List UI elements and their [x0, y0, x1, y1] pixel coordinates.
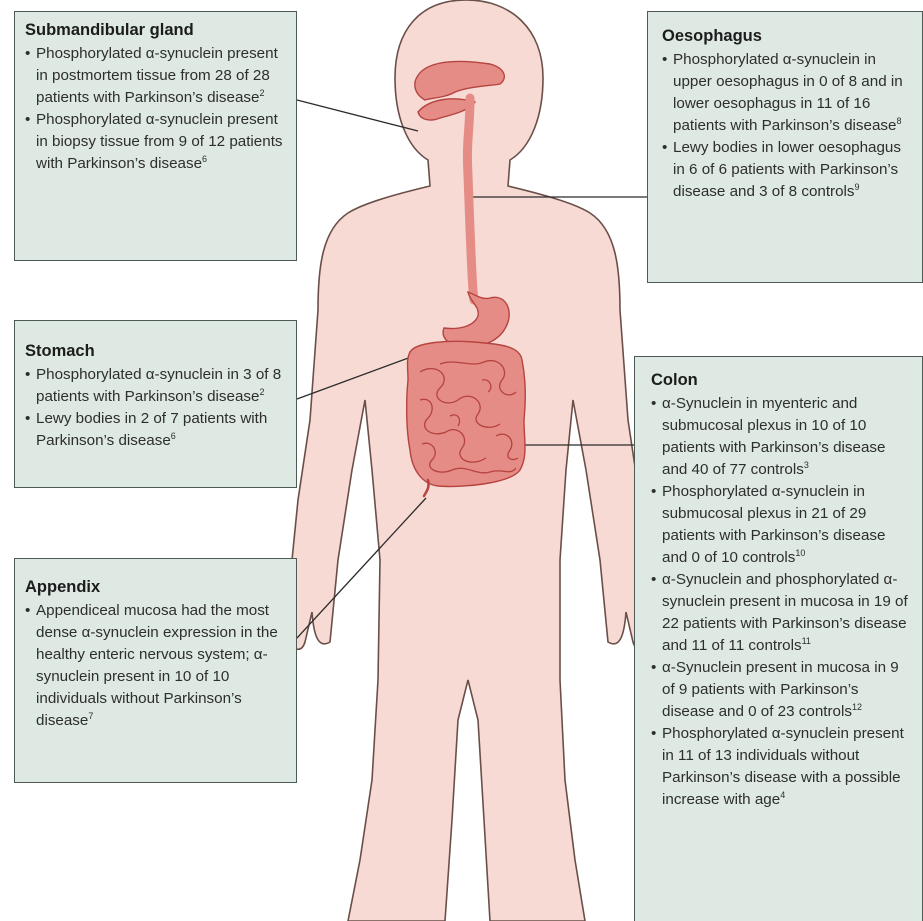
reference-number: 7 [88, 711, 93, 721]
oesophagus-box: Oesophagus Phosphorylated α-synuclein in… [647, 11, 923, 283]
submandibular-item: Phosphorylated α-synuclein present in bi… [25, 109, 286, 175]
stomach-item: Lewy bodies in 2 of 7 patients with Park… [25, 408, 286, 452]
reference-number: 2 [259, 88, 264, 98]
reference-number: 9 [855, 182, 860, 192]
appendix-list: Appendiceal mucosa had the most dense α-… [25, 600, 286, 732]
submandibular-title: Submandibular gland [25, 20, 286, 41]
stomach-list: Phosphorylated α-synuclein in 3 of 8 pat… [25, 364, 286, 452]
colon-item: α-Synuclein present in mucosa in 9 of 9 … [651, 657, 912, 723]
appendix-title: Appendix [25, 577, 286, 598]
submandibular-list: Phosphorylated α-synuclein present in po… [25, 43, 286, 175]
item-text: Phosphorylated α-synuclein in 3 of 8 pat… [36, 366, 281, 405]
appendix-item: Appendiceal mucosa had the most dense α-… [25, 600, 286, 732]
colon-item: α-Synuclein and phosphorylated α-synucle… [651, 569, 912, 657]
item-text: Appendiceal mucosa had the most dense α-… [36, 602, 278, 729]
item-text: α-Synuclein and phosphorylated α-synucle… [662, 571, 908, 654]
item-text: α-Synuclein in myenteric and submucosal … [662, 395, 885, 478]
colon-item: α-Synuclein in myenteric and submucosal … [651, 393, 912, 481]
stomach-title: Stomach [25, 341, 286, 362]
reference-number: 12 [852, 702, 862, 712]
reference-number: 8 [896, 116, 901, 126]
reference-number: 4 [780, 790, 785, 800]
submandibular-item: Phosphorylated α-synuclein present in po… [25, 43, 286, 109]
reference-number: 6 [171, 431, 176, 441]
colon-item: Phosphorylated α-synuclein in submucosal… [651, 481, 912, 569]
oesophagus-item: Phosphorylated α-synuclein in upper oeso… [662, 49, 912, 137]
item-text: α-Synuclein present in mucosa in 9 of 9 … [662, 659, 899, 720]
item-text: Phosphorylated α-synuclein present in po… [36, 45, 278, 106]
submandibular-gland-box: Submandibular gland Phosphorylated α-syn… [14, 11, 297, 261]
reference-number: 11 [802, 636, 811, 646]
item-text: Phosphorylated α-synuclein in submucosal… [662, 483, 885, 566]
colon-item: Phosphorylated α-synuclein present in 11… [651, 723, 912, 811]
reference-number: 6 [202, 154, 207, 164]
item-text: Lewy bodies in 2 of 7 patients with Park… [36, 410, 267, 449]
reference-number: 2 [259, 387, 264, 397]
oesophagus-item: Lewy bodies in lower oesophagus in 6 of … [662, 137, 912, 203]
oesophagus-title: Oesophagus [662, 26, 912, 47]
oesophagus-list: Phosphorylated α-synuclein in upper oeso… [662, 49, 912, 203]
item-text: Lewy bodies in lower oesophagus in 6 of … [673, 139, 901, 200]
stomach-box: Stomach Phosphorylated α-synuclein in 3 … [14, 320, 297, 488]
colon-box: Colon α-Synuclein in myenteric and submu… [634, 356, 923, 921]
oesophagus [467, 98, 474, 300]
reference-number: 10 [795, 548, 805, 558]
item-text: Phosphorylated α-synuclein in upper oeso… [673, 51, 903, 134]
appendix-box: Appendix Appendiceal mucosa had the most… [14, 558, 297, 783]
colon-title: Colon [651, 370, 912, 391]
colon-list: α-Synuclein in myenteric and submucosal … [651, 393, 912, 811]
stomach-item: Phosphorylated α-synuclein in 3 of 8 pat… [25, 364, 286, 408]
item-text: Phosphorylated α-synuclein present in bi… [36, 111, 283, 172]
reference-number: 3 [804, 460, 809, 470]
